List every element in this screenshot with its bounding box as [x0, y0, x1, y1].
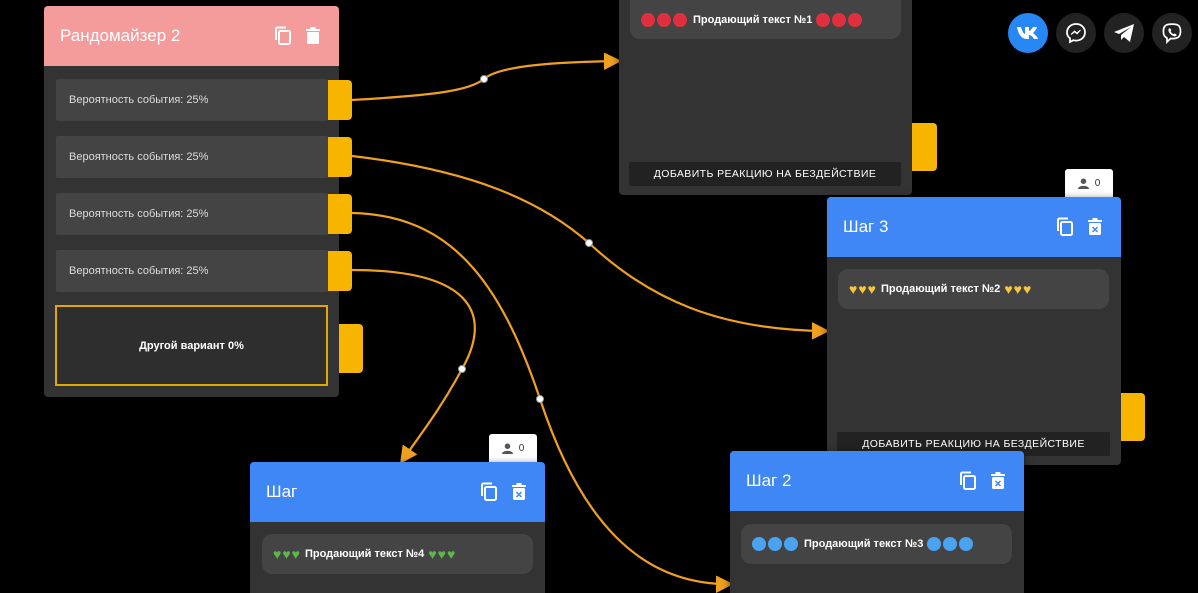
message-text: Продающий текст №1	[693, 13, 813, 26]
other-variant-label: Другой вариант 0%	[139, 339, 244, 352]
probability-row[interactable]: Вероятность события: 25%	[56, 250, 328, 292]
viber-icon	[1162, 23, 1182, 44]
randomizer-header[interactable]: Рандомайзер 2	[44, 6, 339, 66]
trash-icon[interactable]	[988, 471, 1008, 491]
output-port[interactable]	[1121, 393, 1145, 441]
trash-icon[interactable]	[509, 482, 529, 502]
subscriber-count-badge: 0	[489, 434, 537, 462]
step2-node[interactable]: Шаг 2	[730, 451, 1024, 593]
step3-node[interactable]: Шаг 3	[827, 197, 1121, 465]
probability-label: Вероятность события: 25%	[69, 208, 209, 220]
link-handle	[480, 75, 488, 83]
vk-button[interactable]	[1008, 13, 1048, 53]
link-handle	[458, 365, 466, 373]
message-bubble[interactable]: ♥♥♥ Продающий текст №2 ♥♥♥	[838, 269, 1109, 309]
copy-icon[interactable]	[273, 26, 293, 46]
copy-icon[interactable]	[479, 482, 499, 502]
message-bubble[interactable]: Продающий текст №3	[741, 524, 1012, 564]
step2-title: Шаг 2	[746, 471, 792, 490]
subscriber-count-badge: 0	[1065, 169, 1113, 197]
probability-row[interactable]: Вероятность события: 25%	[56, 193, 328, 235]
user-icon	[501, 442, 513, 454]
step-title: Шаг	[266, 482, 298, 501]
step-header[interactable]: Шаг	[250, 462, 545, 522]
telegram-button[interactable]	[1104, 13, 1144, 53]
link-row1-to-step-top	[351, 52, 622, 102]
message-text: Продающий текст №2	[880, 283, 1001, 295]
step3-title: Шаг 3	[843, 217, 889, 236]
probability-row[interactable]: Вероятность события: 25%	[56, 136, 328, 178]
probability-label: Вероятность события: 25%	[69, 151, 209, 163]
output-port[interactable]	[912, 123, 937, 171]
probability-label: Вероятность события: 25%	[69, 265, 209, 277]
link-row4-to-step	[351, 268, 476, 464]
probability-label: Вероятность события: 25%	[69, 94, 209, 106]
output-port[interactable]	[328, 251, 352, 291]
message-bubble[interactable]: ♥♥♥ Продающий текст №4 ♥♥♥	[262, 534, 533, 574]
output-port[interactable]	[328, 80, 352, 120]
output-port[interactable]	[328, 137, 352, 177]
copy-icon[interactable]	[958, 471, 978, 491]
probability-row[interactable]: Вероятность события: 25%	[56, 79, 328, 121]
trash-icon[interactable]	[1085, 217, 1105, 237]
link-handle	[536, 395, 544, 403]
step2-header[interactable]: Шаг 2	[730, 451, 1024, 511]
message-bubble[interactable]: Продающий текст №1	[630, 0, 901, 39]
copy-icon[interactable]	[1055, 217, 1075, 237]
message-text: Продающий текст №4	[304, 548, 425, 560]
randomizer-title: Рандомайзер 2	[60, 26, 181, 45]
messenger-button[interactable]	[1056, 13, 1096, 53]
vk-icon	[1017, 27, 1038, 39]
message-text: Продающий текст №3	[804, 538, 924, 550]
output-port[interactable]	[339, 324, 363, 373]
messenger-icon	[1066, 23, 1086, 44]
output-port[interactable]	[328, 194, 352, 234]
trash-icon[interactable]	[303, 26, 323, 46]
step3-header[interactable]: Шаг 3	[827, 197, 1121, 257]
other-variant-option[interactable]: Другой вариант 0%	[55, 305, 328, 386]
user-icon	[1077, 177, 1089, 189]
viber-button[interactable]	[1152, 13, 1192, 53]
link-handle	[585, 239, 593, 247]
telegram-icon	[1114, 24, 1134, 42]
add-inaction-reaction-button[interactable]: ДОБАВИТЬ РЕАКЦИЮ НА БЕЗДЕЙСТВИЕ	[629, 162, 901, 186]
